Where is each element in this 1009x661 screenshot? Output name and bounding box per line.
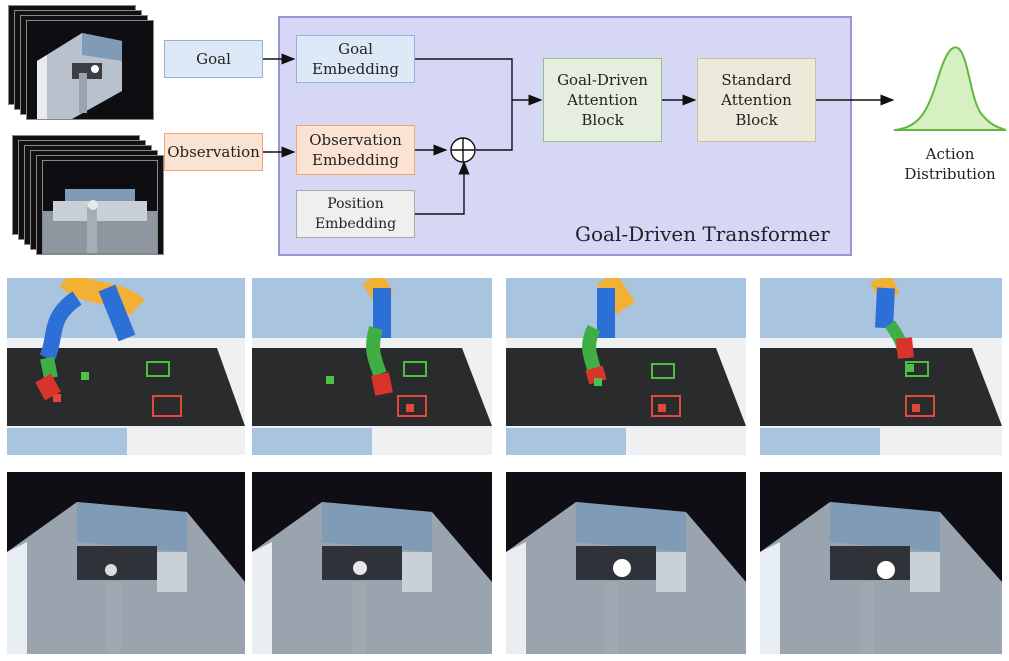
action-distribution-label: Action Distribution bbox=[904, 145, 996, 183]
position-embedding-box: Position Embedding bbox=[296, 190, 415, 238]
goal-driven-attention-block: Goal-Driven Attention Block bbox=[543, 58, 662, 142]
action-distribution-curve bbox=[893, 46, 1007, 131]
transformer-label: Goal-Driven Transformer bbox=[575, 222, 830, 246]
kitchen-frame-3 bbox=[506, 472, 746, 654]
tabletop-frame-2 bbox=[252, 278, 492, 455]
position-to-add-arrow bbox=[415, 160, 470, 215]
goal-embedding-box: Goal Embedding bbox=[296, 35, 415, 83]
add-operator-icon bbox=[450, 137, 476, 163]
standard-attention-label: Standard Attention Block bbox=[721, 71, 792, 129]
kitchen-frame-1 bbox=[7, 472, 245, 654]
add-to-attention-line bbox=[476, 100, 513, 151]
goal-embedding-to-attention-line bbox=[415, 58, 513, 100]
tabletop-frame-4 bbox=[760, 278, 1002, 455]
goal-input-box: Goal bbox=[164, 40, 263, 78]
goal-input-label: Goal bbox=[196, 50, 231, 68]
observation-input-label: Observation bbox=[167, 143, 260, 161]
tabletop-frame-1 bbox=[7, 278, 245, 455]
observation-embedding-box: Observation Embedding bbox=[296, 125, 415, 175]
standard-attention-block: Standard Attention Block bbox=[697, 58, 816, 142]
kitchen-frame-4 bbox=[760, 472, 1002, 654]
position-embedding-label: Position Embedding bbox=[314, 196, 397, 232]
observation-thumbnail bbox=[42, 160, 158, 254]
observation-embedding-label: Observation Embedding bbox=[309, 131, 402, 169]
tabletop-frame-3 bbox=[506, 278, 746, 455]
kitchen-frame-2 bbox=[252, 472, 492, 654]
goal-embedding-label: Goal Embedding bbox=[312, 40, 399, 78]
observation-input-box: Observation bbox=[164, 133, 263, 171]
diagram-connectors bbox=[263, 46, 1007, 215]
goal-thumbnail bbox=[26, 20, 154, 120]
goal-driven-attention-label: Goal-Driven Attention Block bbox=[557, 71, 648, 129]
